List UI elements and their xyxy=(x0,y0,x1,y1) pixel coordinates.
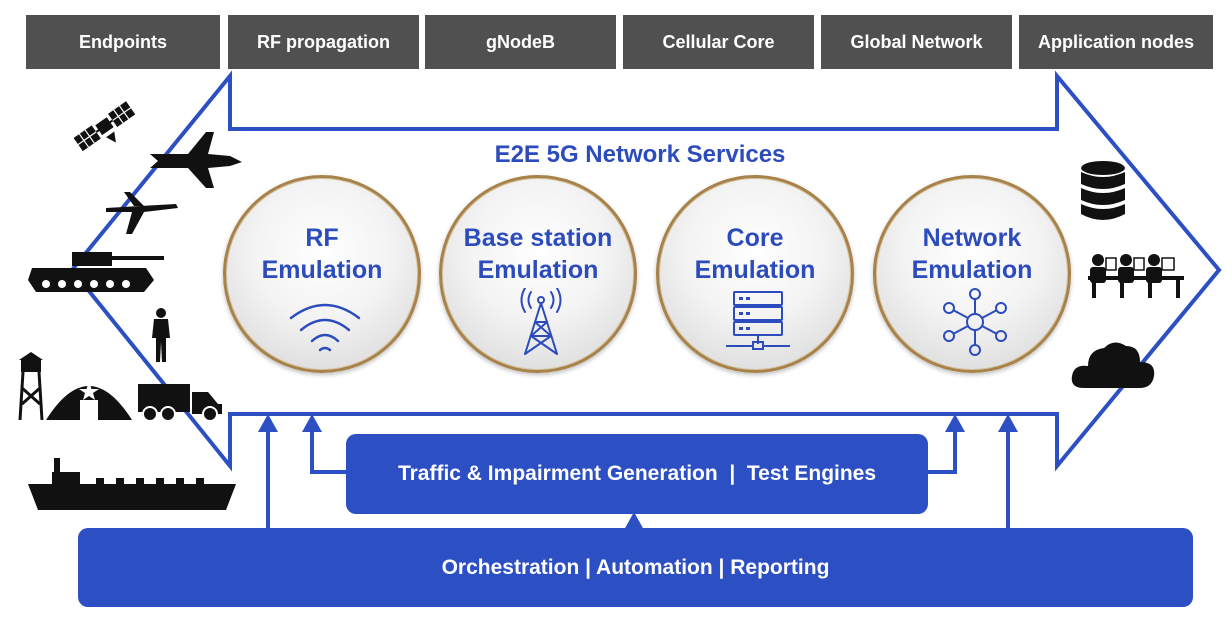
cloud-icon xyxy=(1071,342,1155,388)
fighter-jet-icon xyxy=(150,132,242,188)
wifi-signal-icon xyxy=(289,303,361,352)
arrow-up-left-outer xyxy=(258,414,278,528)
soldier-icon xyxy=(152,308,170,362)
server-rack-icon xyxy=(726,291,790,350)
connector-notch xyxy=(624,512,644,530)
header-cellular-core: Cellular Core xyxy=(623,15,814,69)
ship-icon xyxy=(28,458,236,510)
arrow-up-right-outer xyxy=(998,414,1018,528)
cell-tower-icon xyxy=(520,288,562,355)
drone-icon xyxy=(106,192,178,234)
hangar-icon xyxy=(46,382,132,420)
header-endpoints: Endpoints xyxy=(26,15,220,69)
database-icon xyxy=(1081,161,1125,220)
traffic-test-engines-bar: Traffic & Impairment Generation | Test E… xyxy=(346,434,928,514)
watchtower-icon xyxy=(18,352,44,420)
header-application-nodes: Application nodes xyxy=(1019,15,1213,69)
arrow-up-right-inner xyxy=(926,414,965,474)
network-hub-icon xyxy=(943,288,1007,356)
header-rf-propagation: RF propagation xyxy=(228,15,419,69)
orchestration-bar: Orchestration | Automation | Reporting xyxy=(78,528,1193,607)
arrow-up-left-inner xyxy=(302,414,348,474)
services-title: E2E 5G Network Services xyxy=(494,141,786,168)
tank-icon xyxy=(28,252,164,292)
military-truck-icon xyxy=(138,384,222,422)
header-gnodeb: gNodeB xyxy=(425,15,616,69)
header-global-network: Global Network xyxy=(821,15,1012,69)
satellite-icon xyxy=(73,101,136,152)
operators-workstation-icon xyxy=(1088,254,1184,298)
